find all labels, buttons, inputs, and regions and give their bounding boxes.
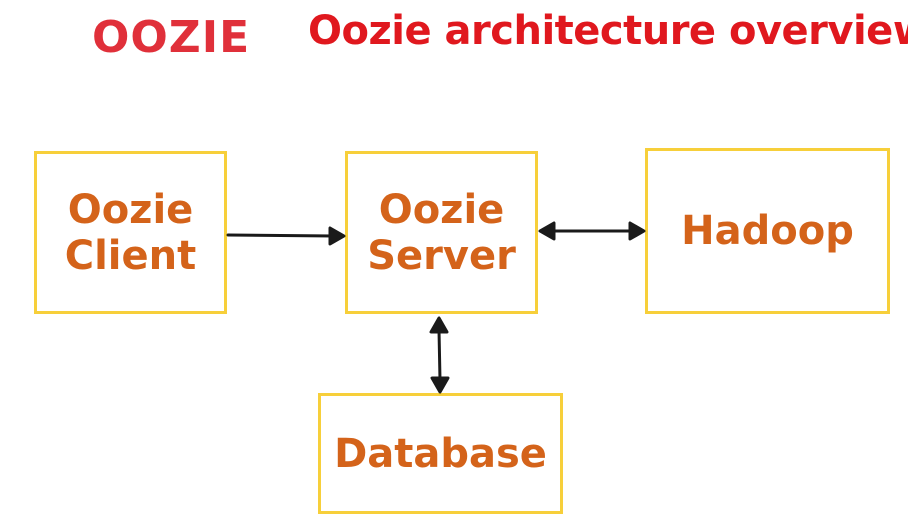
arrowhead-right-icon — [628, 221, 646, 241]
node-oozie-client: Oozie Client — [34, 151, 227, 314]
node-hadoop: Hadoop — [645, 148, 890, 314]
oozie-logo: OOZIE — [92, 12, 251, 63]
node-label: Oozie Client — [65, 187, 197, 279]
edge-client-server — [226, 233, 336, 238]
arrowhead-right-icon — [328, 226, 346, 246]
arrowhead-left-icon — [538, 221, 556, 241]
node-label-line: Oozie — [378, 186, 505, 233]
node-oozie-server: Oozie Server — [345, 151, 538, 314]
arrowhead-up-icon — [429, 316, 449, 334]
page-title: Oozie architecture overview — [308, 8, 908, 54]
node-label: Database — [334, 430, 547, 477]
node-database: Database — [318, 393, 563, 514]
node-label-line: Client — [64, 232, 197, 279]
node-label-line: Server — [367, 232, 516, 279]
node-label: Hadoop — [681, 208, 854, 254]
arrowhead-down-icon — [430, 376, 450, 394]
node-label: Oozie Server — [367, 187, 516, 279]
node-label-line: Oozie — [67, 186, 194, 233]
edge-server-database — [437, 328, 442, 382]
